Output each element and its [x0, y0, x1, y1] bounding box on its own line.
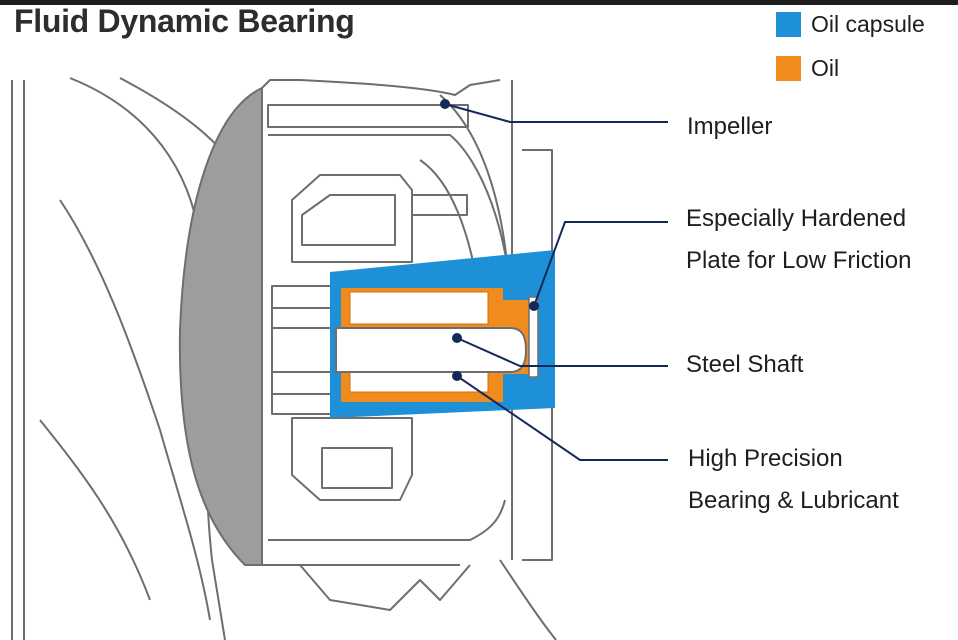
- top-border: [0, 0, 958, 5]
- stator-coil-top-inner: [301, 194, 396, 246]
- bearing-upper: [349, 291, 489, 325]
- callout-bearing-line2: Bearing & Lubricant: [688, 487, 899, 514]
- callout-dot-bearing: [452, 371, 462, 381]
- frame-edge: [499, 559, 557, 640]
- impeller-top-bar: [267, 104, 469, 128]
- legend-item-oil: Oil: [776, 51, 839, 85]
- steel-shaft: [335, 327, 528, 373]
- oil-capsule-swatch: [776, 11, 801, 37]
- stator-lamination: [271, 307, 339, 329]
- hardened-plate: [528, 296, 539, 378]
- legend-label-oil-capsule: Oil capsule: [811, 10, 925, 37]
- hub-skirt: [299, 564, 471, 611]
- legend-item-oil-capsule: Oil capsule: [776, 7, 925, 41]
- stator-coil-bottom-inner: [321, 447, 393, 489]
- leader-line-plate: [533, 221, 668, 307]
- leader-line-impeller: [444, 103, 668, 123]
- callout-dot-shaft: [452, 333, 462, 343]
- impeller-rim: [299, 79, 501, 96]
- leader-line-shaft: [456, 337, 668, 367]
- stator-lamination: [271, 285, 339, 309]
- callout-plate-line2: Plate for Low Friction: [686, 247, 912, 274]
- callout-bearing-line1: High Precision: [688, 445, 843, 472]
- fan-blade: [39, 419, 151, 601]
- hub-bottom-wall: [268, 499, 506, 541]
- shaft-stub: [271, 327, 333, 373]
- stator-lamination: [271, 393, 339, 415]
- callout-plate-line1: Especially Hardened: [686, 205, 907, 232]
- callout-dot-impeller: [440, 99, 450, 109]
- hub-wall: [261, 88, 460, 566]
- callout-impeller: Impeller: [687, 113, 773, 140]
- callout-shaft: Steel Shaft: [686, 351, 804, 378]
- fan-blade: [59, 199, 211, 621]
- hub-face: [178, 86, 263, 566]
- leader-line-bearing: [456, 375, 668, 461]
- hub-rim: [261, 79, 300, 89]
- diagram-title: Fluid Dynamic Bearing: [14, 3, 355, 39]
- callout-dot-plate: [529, 301, 539, 311]
- stator-lamination: [271, 371, 339, 395]
- legend-label-oil: Oil: [811, 54, 840, 81]
- oil-swatch: [776, 55, 801, 81]
